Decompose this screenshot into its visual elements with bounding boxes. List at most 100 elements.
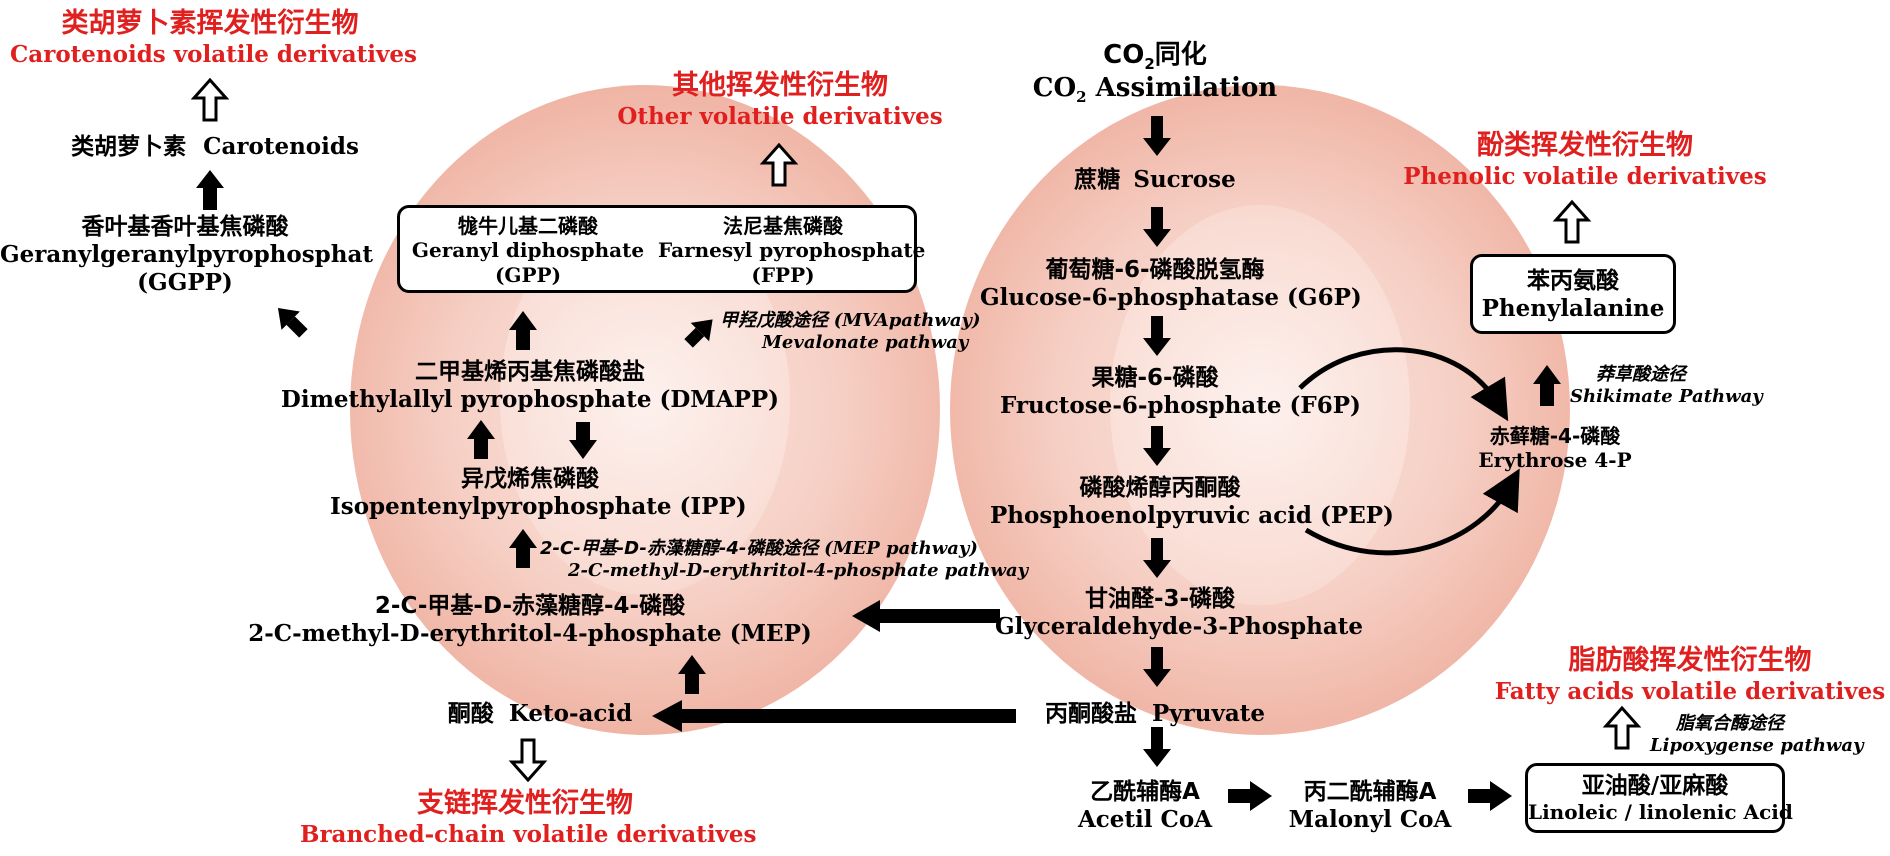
down-arrow-co2-sucrose	[1143, 116, 1171, 156]
mva-en2: Mevalonate pathway	[762, 331, 969, 353]
erythrose-zh: 赤藓糖-4-磷酸	[1489, 424, 1621, 448]
sucrose-node: 蔗糖 Sucrose	[1010, 166, 1300, 194]
other-volatiles-heading: 其他挥发性衍生物 Other volatile derivatives	[600, 70, 960, 131]
linoleic-zh: 亚油酸/亚麻酸	[1581, 773, 1729, 799]
mva-zh: 甲羟戊酸途径	[720, 310, 828, 331]
co2-en-pre: CO	[1032, 73, 1077, 104]
pep-en: Phosphoenolpyruvic acid (PEP)	[990, 502, 1394, 530]
hollow-arrow-gppfpp-other	[759, 142, 799, 187]
right-arrow-malonyl-linoleic	[1468, 781, 1512, 811]
mep-zh: 2-C-甲基-D-赤藻糖醇-4-磷酸	[374, 593, 686, 619]
co2-assimilation-node: CO2同化 CO2 Assimilation	[1000, 40, 1310, 107]
g6p-zh: 葡萄糖-6-磷酸脱氢酶	[1045, 257, 1265, 283]
g3p-en: Glyceraldehyde-3-Phosphate	[995, 613, 1364, 641]
mep-pathway-en: (MEP pathway)	[824, 538, 978, 559]
mva-pathway-label: 甲羟戊酸途径 (MVApathway) Mevalonate pathway	[720, 310, 981, 353]
curve-arrow-pep-erythrose	[1304, 468, 1520, 556]
up-arrow-keto-mep	[678, 655, 706, 694]
fpp-abbr: (FPP)	[751, 262, 815, 287]
malonyl-coa-node: 丙二酰辅酶A Malonyl CoA	[1280, 778, 1460, 834]
lipoxygenase-en: Lipoxygense pathway	[1650, 734, 1864, 756]
left-arrow-g3p-mep	[852, 600, 1000, 632]
acetyl-en: Acetil CoA	[1077, 806, 1213, 834]
gpp-abbr: (GPP)	[494, 262, 562, 287]
up-arrow-ggpp-carotenoids	[196, 170, 224, 210]
f6p-en: Fructose-6-phosphate (F6P)	[1000, 392, 1361, 420]
branched-volatiles-heading: 支链挥发性衍生物 Branched-chain volatile derivat…	[300, 788, 757, 849]
co2-zh-pre: CO	[1103, 40, 1145, 70]
right-arrow-acetyl-malonyl	[1228, 781, 1272, 811]
acetyl-coa-node: 乙酰辅酶A Acetil CoA	[1070, 778, 1220, 834]
down-arrow-pep-g3p	[1143, 538, 1171, 578]
g3p-node: 甘油醛-3-磷酸 Glyceraldehyde-3-Phosphate	[995, 585, 1364, 641]
phenylalanine-zh: 苯丙氨酸	[1527, 268, 1619, 294]
heading-zh: 脂肪酸挥发性衍生物	[1568, 645, 1812, 676]
gpp-en: Geranyl diphosphate	[411, 238, 645, 263]
left-arrow-pyruvate-keto	[652, 700, 1016, 732]
fpp-zh: 法尼基焦磷酸	[723, 214, 843, 238]
curve-arrow-f6p-erythrose	[1298, 347, 1509, 422]
mep-pathway-label: 2-C-甲基-D-赤藻糖醇-4-磷酸途径 (MEP pathway) 2-C-m…	[540, 538, 1028, 581]
acetyl-zh: 乙酰辅酶A	[1090, 779, 1200, 805]
down-arrow-dmapp-ipp	[569, 422, 597, 459]
co2-zh-post: 同化	[1154, 40, 1207, 70]
up-arrow-ipp-dmapp	[467, 420, 495, 459]
shikimate-en: Shikimate Pathway	[1570, 385, 1763, 407]
ipp-zh: 异戊烯焦磷酸	[461, 466, 599, 492]
heading-en: Carotenoids volatile derivatives	[10, 40, 417, 68]
ggpp-abbr: (GGPP)	[137, 269, 233, 297]
lipoxygenase-label: 脂氧合酶途径 Lipoxygense pathway	[1650, 713, 1864, 756]
diag-arrow-mva-fpp	[684, 319, 713, 348]
ggpp-zh: 香叶基香叶基焦磷酸	[81, 214, 289, 240]
lipoxygenase-zh: 脂氧合酶途径	[1676, 713, 1784, 734]
fpp-en: Farnesyl pyrophosphate	[658, 238, 926, 263]
carotenoids-zh: 类胡萝卜素	[71, 134, 187, 160]
g3p-zh: 甘油醛-3-磷酸	[1084, 586, 1236, 612]
phenylalanine-en: Phenylalanine	[1481, 295, 1665, 323]
ipp-en: Isopentenylpyrophosphate (IPP)	[330, 493, 747, 521]
hollow-arrow-carotenoids-volatiles	[190, 77, 230, 122]
shikimate-label: 莽草酸途径 Shikimate Pathway	[1570, 364, 1763, 407]
heading-zh: 支链挥发性衍生物	[417, 788, 633, 819]
ggpp-node: 香叶基香叶基焦磷酸 Geranylgeranylpyrophosphat (GG…	[0, 213, 374, 297]
linoleic-en: Linoleic / linolenic Acid	[1528, 800, 1793, 825]
mep-pathway-zh: 2-C-甲基-D-赤藻糖醇-4-磷酸途径	[540, 538, 819, 559]
linoleic-box: 亚油酸/亚麻酸 Linoleic / linolenic Acid	[1525, 763, 1793, 833]
shikimate-zh: 莽草酸途径	[1596, 364, 1686, 385]
g6p-en: Glucose-6-phosphatase (G6P)	[980, 284, 1362, 312]
keto-acid-node: 酮酸 Keto-acid	[420, 700, 660, 728]
heading-zh: 其他挥发性衍生物	[672, 70, 888, 101]
dmapp-node: 二甲基烯丙基焦磷酸盐 Dimethylallyl pyrophosphate (…	[260, 358, 800, 414]
erythrose-en: Erythrose 4-P	[1478, 448, 1632, 473]
gpp-zh: 牻牛儿基二磷酸	[458, 214, 598, 238]
pep-node: 磷酸烯醇丙酮酸 Phosphoenolpyruvic acid (PEP)	[990, 474, 1394, 530]
up-arrow-dmapp-gpp	[509, 311, 537, 350]
heading-en: Other volatile derivatives	[617, 102, 943, 130]
pyruvate-node: 丙酮酸盐 Pyruvate	[1030, 700, 1280, 728]
dmapp-en: Dimethylallyl pyrophosphate (DMAPP)	[280, 386, 780, 414]
down-arrow-g3p-pyruvate	[1143, 647, 1171, 687]
dmapp-zh: 二甲基烯丙基焦磷酸盐	[415, 359, 645, 385]
gpp-fpp-box: 牻牛儿基二磷酸 Geranyl diphosphate (GPP) 法尼基焦磷酸…	[397, 205, 926, 293]
mep-en: 2-C-methyl-D-erythritol-4-phosphate (MEP…	[248, 620, 812, 648]
carotenoids-en: Carotenoids	[203, 133, 359, 160]
heading-zh: 类胡萝卜素挥发性衍生物	[61, 8, 359, 39]
co2-en-sub: 2	[1076, 88, 1087, 107]
sucrose-en: Sucrose	[1133, 166, 1236, 193]
heading-en: Branched-chain volatile derivatives	[300, 820, 757, 848]
hollow-arrow-keto-branched	[508, 738, 548, 783]
erythrose-node: 赤藓糖-4-磷酸 Erythrose 4-P	[1455, 424, 1655, 473]
ggpp-en: Geranylgeranylpyrophosphat	[0, 241, 374, 269]
keto-en: Keto-acid	[508, 700, 633, 727]
f6p-node: 果糖-6-磷酸 Fructose-6-phosphate (F6P)	[1000, 364, 1361, 420]
down-arrow-f6p-pep	[1143, 426, 1171, 466]
sucrose-zh: 蔗糖	[1074, 167, 1121, 193]
f6p-zh: 果糖-6-磷酸	[1091, 365, 1219, 391]
mva-en: (MVApathway)	[833, 310, 981, 331]
diag-arrow-dmapp-ggpp	[277, 307, 308, 338]
pyruvate-zh: 丙酮酸盐	[1044, 701, 1137, 727]
phenylalanine-box: 苯丙氨酸 Phenylalanine	[1470, 254, 1676, 334]
pyruvate-en: Pyruvate	[1152, 700, 1266, 727]
mep-pathway-en2: 2-C-methyl-D-erythritol-4-phosphate path…	[568, 559, 1029, 581]
